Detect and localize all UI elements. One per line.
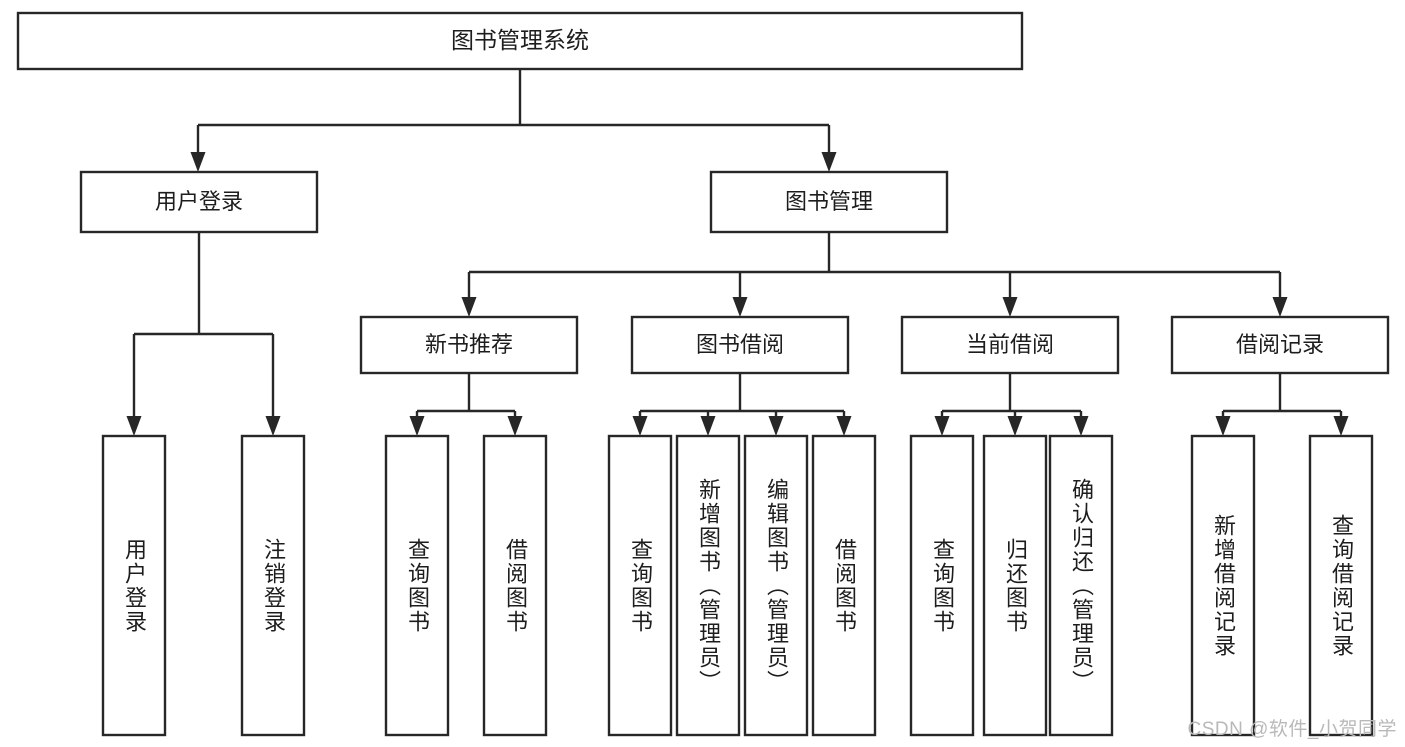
node-box-leaf-1[interactable] bbox=[240, 434, 306, 737]
node-box-leaf-6[interactable] bbox=[743, 434, 809, 737]
node-box-leaf-7[interactable] bbox=[811, 434, 877, 737]
node-label-leaf-2: 查询图书 bbox=[405, 537, 430, 634]
connector-layer bbox=[126, 69, 1349, 436]
node-box-leaf-12[interactable] bbox=[1308, 434, 1374, 737]
arrow-head-icon bbox=[934, 416, 950, 436]
node-label-level2-0: 用户登录 bbox=[155, 189, 243, 214]
node-label-level3-2: 当前借阅 bbox=[966, 332, 1054, 357]
arrow-head-icon bbox=[126, 416, 142, 436]
node-label-leaf-11: 新增借阅记录 bbox=[1211, 513, 1236, 658]
csdn-watermark: CSDN @软件_小贺同学 bbox=[1187, 719, 1397, 740]
node-label-leaf-5: 新增图书（管理员） bbox=[696, 477, 721, 694]
node-box-level3-1[interactable] bbox=[630, 315, 850, 375]
node-box-layer bbox=[16, 11, 1390, 737]
arrow-head-icon bbox=[461, 297, 477, 317]
arrow-head-icon bbox=[190, 152, 206, 172]
node-label-leaf-7: 借阅图书 bbox=[832, 537, 857, 634]
node-box-leaf-5[interactable] bbox=[675, 434, 741, 737]
node-box-leaf-9[interactable] bbox=[982, 434, 1048, 737]
arrow-head-icon bbox=[836, 416, 852, 436]
node-box-level3-3[interactable] bbox=[1170, 315, 1390, 375]
arrow-head-icon bbox=[732, 297, 748, 317]
arrow-head-icon bbox=[632, 416, 648, 436]
arrow-head-icon bbox=[1333, 416, 1349, 436]
node-box-leaf-11[interactable] bbox=[1190, 434, 1256, 737]
arrow-head-icon bbox=[1002, 297, 1018, 317]
node-label-leaf-10: 确认归还（管理员） bbox=[1069, 477, 1094, 694]
node-box-leaf-2[interactable] bbox=[384, 434, 450, 737]
node-label-leaf-6: 编辑图书（管理员） bbox=[764, 477, 789, 694]
arrow-head-icon bbox=[1073, 416, 1089, 436]
arrow-head-icon bbox=[265, 416, 281, 436]
node-label-level3-3: 借阅记录 bbox=[1236, 332, 1324, 357]
node-box-leaf-8[interactable] bbox=[909, 434, 975, 737]
node-box-leaf-0[interactable] bbox=[101, 434, 167, 737]
node-box-leaf-4[interactable] bbox=[607, 434, 673, 737]
arrow-head-icon bbox=[821, 152, 837, 172]
node-label-level2-1: 图书管理 bbox=[785, 189, 873, 214]
node-label-leaf-9: 归还图书 bbox=[1003, 537, 1028, 634]
node-box-leaf-3[interactable] bbox=[482, 434, 548, 737]
arrow-head-icon bbox=[507, 416, 523, 436]
node-box-level3-0[interactable] bbox=[359, 315, 579, 375]
arrow-head-icon bbox=[1215, 416, 1231, 436]
node-label-leaf-1: 注销登录 bbox=[261, 537, 286, 634]
arrow-head-icon bbox=[700, 416, 716, 436]
arrow-head-icon bbox=[1272, 297, 1288, 317]
node-label-leaf-8: 查询图书 bbox=[930, 537, 955, 634]
node-label-level3-0: 新书推荐 bbox=[425, 332, 513, 357]
node-box-level2-0[interactable] bbox=[79, 170, 319, 234]
arrow-head-icon bbox=[1007, 416, 1023, 436]
arrow-head-icon bbox=[768, 416, 784, 436]
node-label-leaf-3: 借阅图书 bbox=[503, 537, 528, 634]
node-label-leaf-12: 查询借阅记录 bbox=[1329, 513, 1354, 658]
node-label-leaf-4: 查询图书 bbox=[628, 537, 653, 634]
node-box-level2-1[interactable] bbox=[709, 170, 949, 234]
node-box-leaf-10[interactable] bbox=[1048, 434, 1114, 737]
node-label-level3-1: 图书借阅 bbox=[696, 332, 784, 357]
node-box-root[interactable] bbox=[16, 11, 1024, 71]
node-label-leaf-0: 用户登录 bbox=[122, 537, 147, 634]
arrow-head-icon bbox=[409, 416, 425, 436]
node-label-root: 图书管理系统 bbox=[451, 27, 589, 53]
node-box-level3-2[interactable] bbox=[900, 315, 1120, 375]
